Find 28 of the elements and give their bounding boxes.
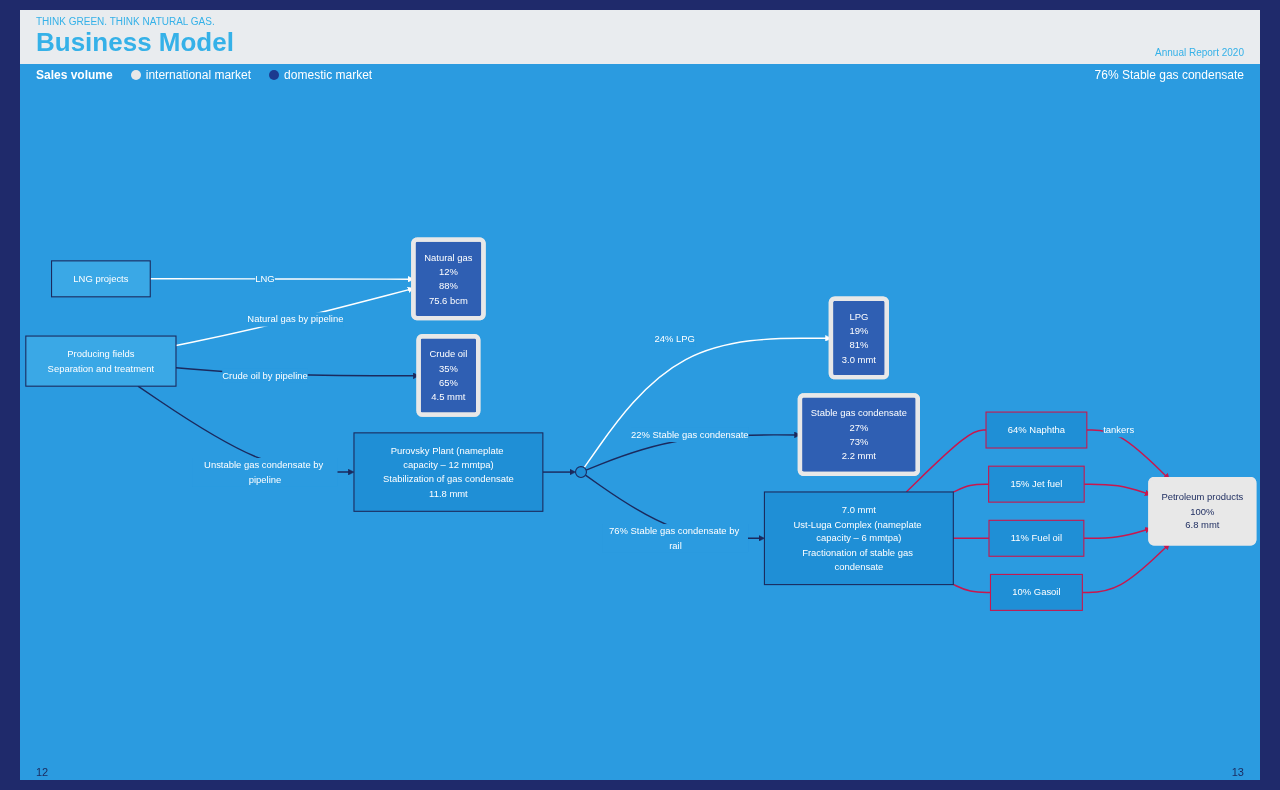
edge-label: 22% Stable gas condensate bbox=[630, 428, 749, 440]
legend-label: international market bbox=[145, 68, 252, 82]
edge-label: Crude oil by pipeline bbox=[222, 369, 308, 381]
arrow bbox=[542, 468, 576, 476]
page-number: 13 bbox=[1231, 766, 1244, 778]
page-number: 12 bbox=[36, 766, 49, 778]
node-box: LNG projects bbox=[51, 260, 151, 298]
node-box: Producing fields Separation and treatment bbox=[25, 335, 177, 387]
node-box: 7.0 mmt Ust-Luga Complex (nameplate capacity – 6 mmtpa) Fractionation of stable gas condensate bbox=[763, 491, 954, 586]
legend-label: domestic market bbox=[284, 68, 373, 82]
page-title: Business Model bbox=[36, 27, 234, 58]
connector bbox=[905, 429, 987, 493]
edge-label: 76% Stable gas condensate by rail bbox=[609, 525, 740, 551]
header-text: Annual Report 2020 bbox=[1155, 47, 1244, 58]
node-box: Purovsky Plant (nameplate capacity – 12 mmtpa) Stabilization of gas condensate 11.8 mmt bbox=[353, 432, 544, 512]
node-box: 64% Naphtha bbox=[985, 411, 1088, 449]
edge-label: LNG bbox=[255, 273, 275, 285]
section-heading: Sales volume bbox=[36, 68, 113, 82]
note-text: 76% Stable gas condensate bbox=[1094, 68, 1244, 82]
node-box: 15% Jet fuel bbox=[988, 465, 1085, 503]
node-circle bbox=[575, 466, 587, 479]
node-box: 10% Gasoil bbox=[989, 573, 1083, 611]
edge-label: Unstable gas condensate by pipeline bbox=[204, 459, 324, 485]
edge-label: tankers bbox=[1103, 424, 1135, 436]
node-box: 11% Fuel oil bbox=[988, 519, 1085, 557]
slogan-text: THINK GREEN. THINK NATURAL GAS. bbox=[36, 16, 216, 27]
edge-label: 24% LPG bbox=[654, 333, 695, 345]
edge-label: Natural gas by pipeline bbox=[247, 313, 344, 325]
